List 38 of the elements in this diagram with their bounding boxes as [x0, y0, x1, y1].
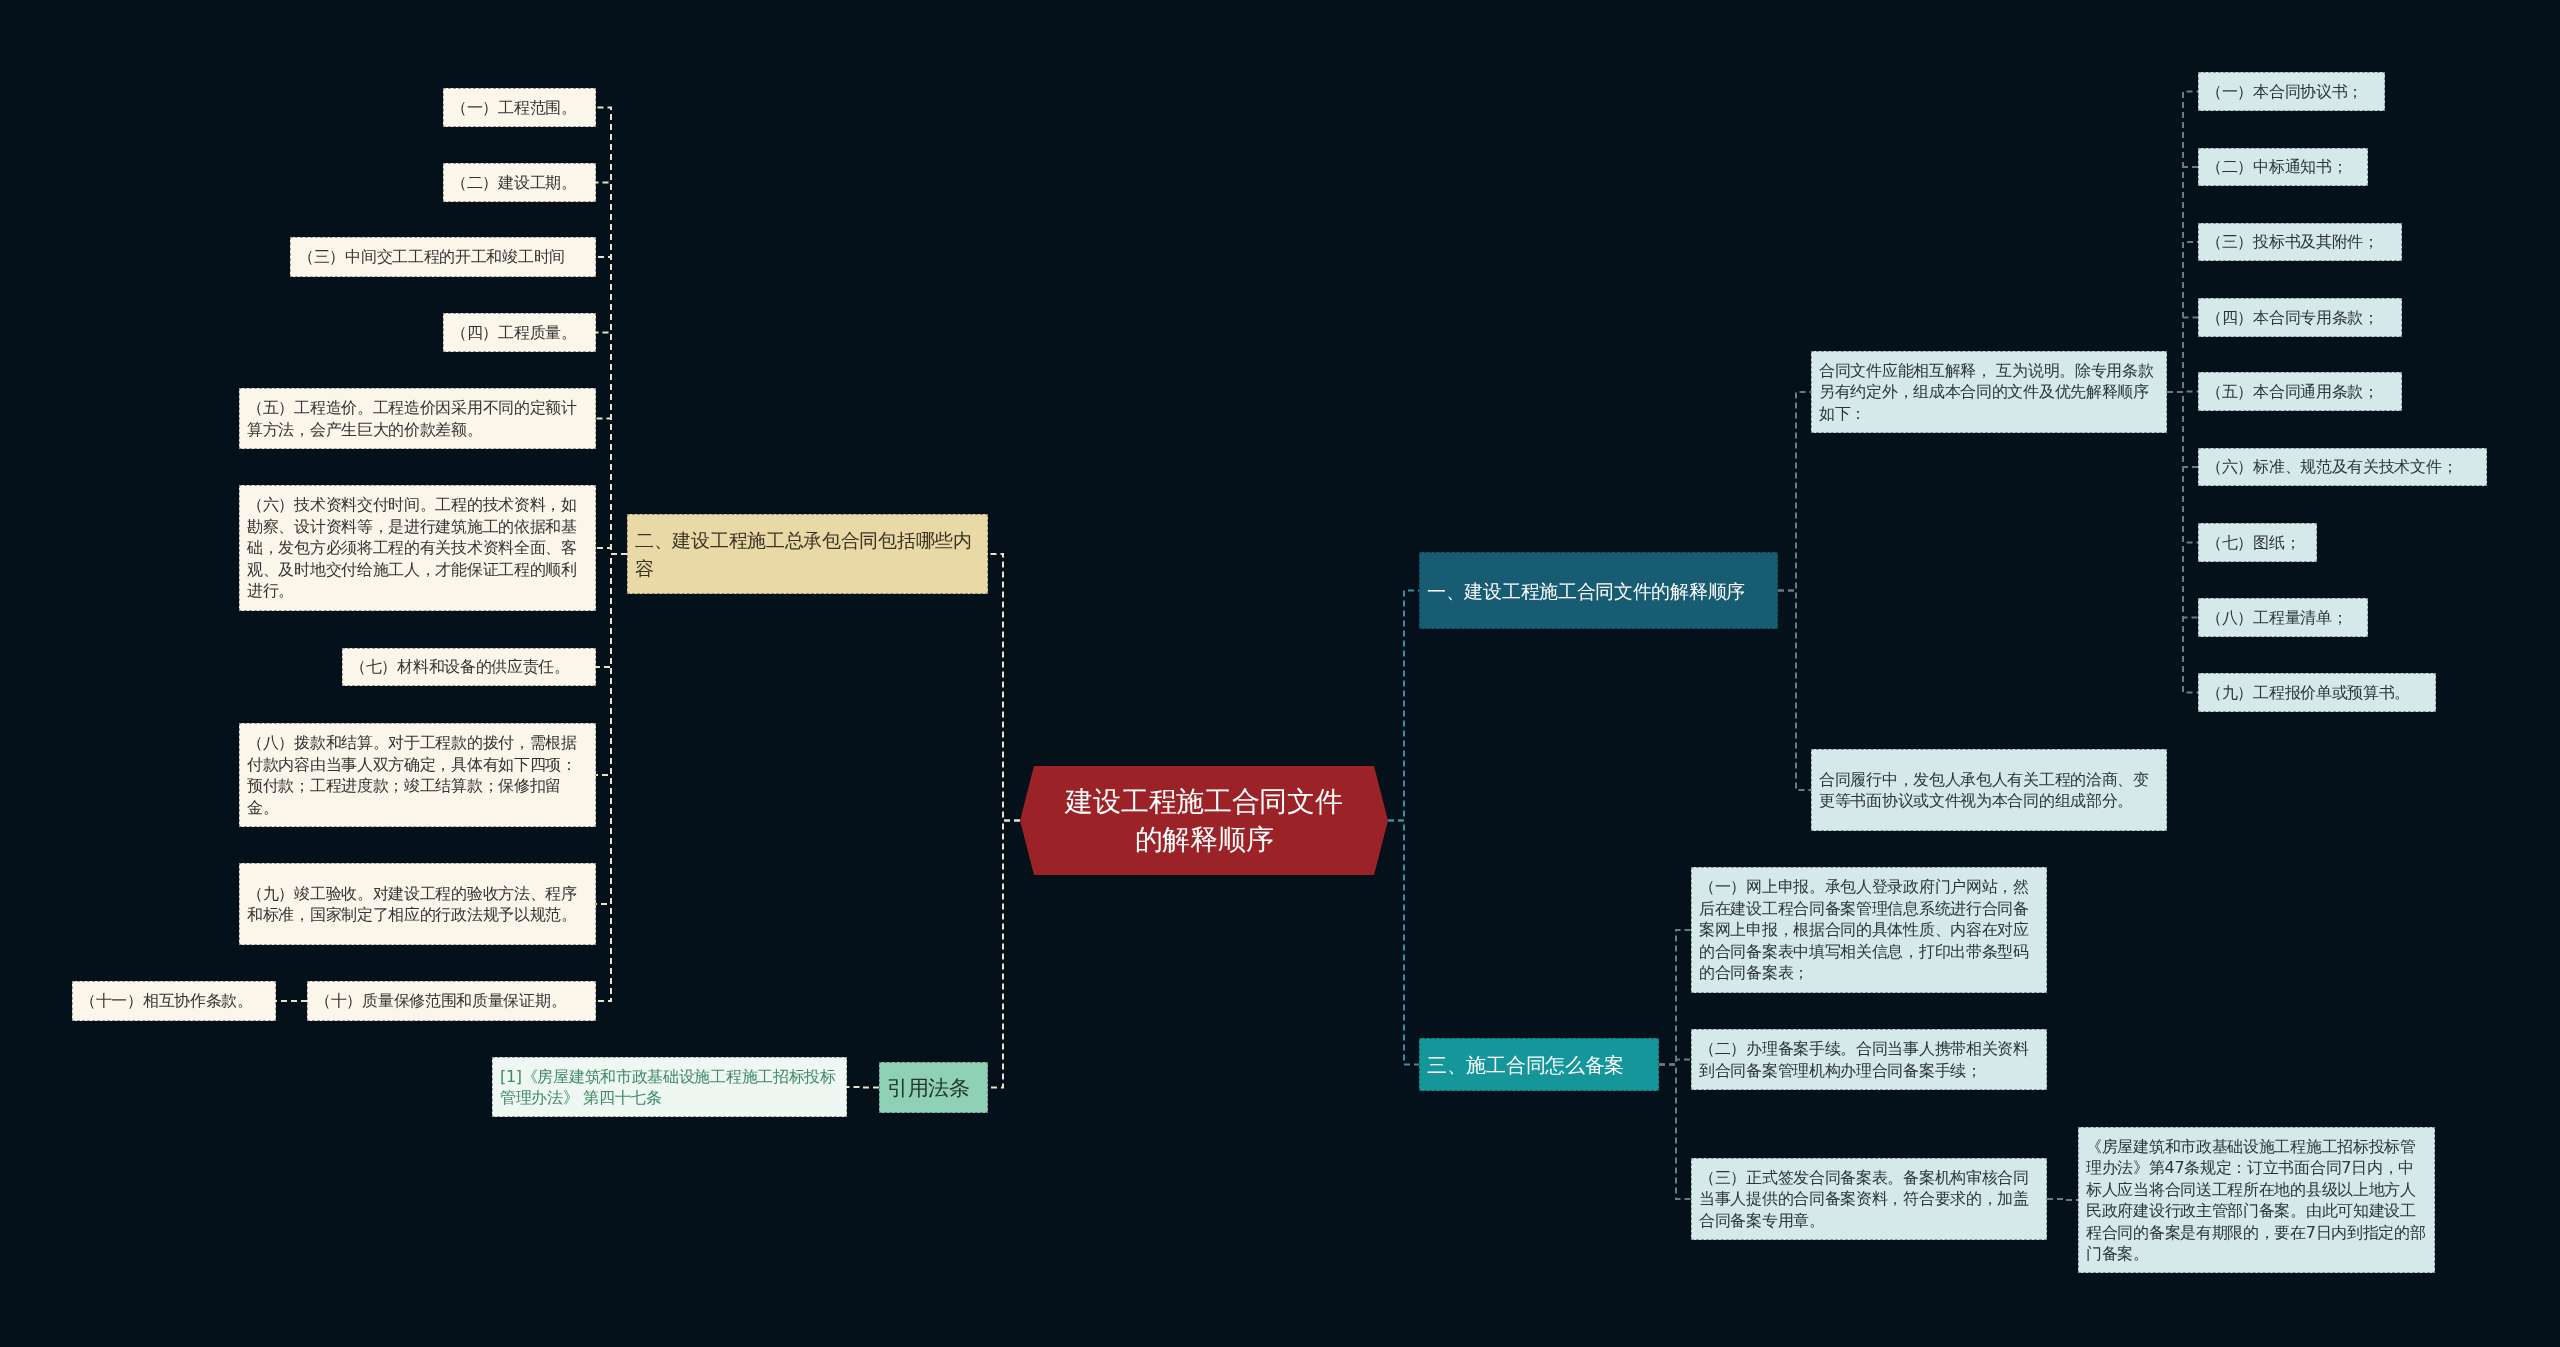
- connector-line: [1387, 819, 1420, 1066]
- branch-topic: 二、建设工程施工总承包合同包括哪些内容: [627, 514, 988, 594]
- central-topic: 建设工程施工合同文件的解释顺序: [1020, 766, 1388, 875]
- subtopic-box: （七）材料和设备的供应责任。: [342, 648, 596, 686]
- subtopic-box: （五）本合同通用条款；: [2198, 372, 2402, 411]
- subtopic-box: （三）正式签发合同备案表。备案机构审核合同当事人提供的合同备案资料，符合要求的，加盖合同备案专用章。: [1691, 1158, 2047, 1240]
- connector-line: [1658, 1063, 1692, 1200]
- subtopic-box: （八）工程量清单；: [2198, 598, 2368, 637]
- subtopic-box: （一）本合同协议书；: [2198, 72, 2385, 111]
- subtopic-box: （二）中标通知书；: [2198, 148, 2368, 186]
- connector-line: [1777, 589, 1812, 791]
- subtopic-box: （十）质量保修范围和质量保证期。: [307, 981, 596, 1021]
- subtopic-box: （五）工程造价。工程造价因采用不同的定额计算方法，会产生巨大的价款差额。: [239, 388, 596, 449]
- subtopic-box: （二）建设工期。: [443, 163, 596, 202]
- branch-topic: 一、建设工程施工合同文件的解释顺序: [1419, 552, 1778, 629]
- subtopic-box: （八）拨款和结算。对于工程款的拨付，需根据付款内容由当事人双方确定，具体有如下四项：预付款；工程进度款；竣工结算款；保修扣留金。: [239, 723, 596, 827]
- subtopic-box: （六）标准、规范及有关技术文件；: [2198, 448, 2487, 486]
- subtopic-box: （二）办理备案手续。合同当事人携带相关资料到合同备案管理机构办理合同备案手续；: [1691, 1029, 2047, 1090]
- connector-line: [846, 1086, 880, 1089]
- branch-topic: 引用法条: [879, 1062, 988, 1113]
- subtopic-box: 合同文件应能相互解释， 互为说明。除专用条款另有约定外，组成本合同的文件及优先解释顺序如下：: [1811, 351, 2167, 433]
- subtopic-box: （一）工程范围。: [443, 88, 596, 127]
- subtopic-box: （九）工程报价单或预算书。: [2198, 673, 2436, 712]
- subtopic-box: （六）技术资料交付时间。工程的技术资料，如勘察、设计资料等，是进行建筑施工的依据和基础，发包方必须将工程的有关技术资料全面、客观、及时地交付给施工人，才能保证工程的顺利进行。: [239, 485, 596, 611]
- subtopic-box: （四）工程质量。: [443, 313, 596, 352]
- branch-topic: 三、施工合同怎么备案: [1419, 1038, 1659, 1091]
- subtopic-box: 合同履行中，发包人承包人有关工程的洽商、变更等书面协议或文件视为本合同的组成部分。: [1811, 749, 2167, 831]
- subtopic-box: （一）网上申报。承包人登录政府门户网站，然后在建设工程合同备案管理信息系统进行合同备案网上申报，根据合同的具体性质、内容在对应的合同备案表中填写相关信息，打印出带条型码的合同备案表；: [1691, 867, 2047, 993]
- connector-line: [2166, 391, 2199, 694]
- subtopic-box: 《房屋建筑和市政基础设施工程施工招标投标管理办法》第47条规定：订立书面合同7日内，中标人应当将合同送工程所在地的县级以上地方人民政府建设行政主管部门备案。由此可知建设工程合同的备案是有期限的，要在7日内到指定的部门备案。: [2078, 1127, 2435, 1273]
- subtopic-box: （七）图纸；: [2198, 523, 2317, 562]
- subtopic-box: （三）投标书及其附件；: [2198, 223, 2402, 261]
- subtopic-box: （九）竣工验收。对建设工程的验收方法、程序和标准，国家制定了相应的行政法规予以规范。: [239, 863, 596, 945]
- subtopic-box: （十一）相互协作条款。: [72, 981, 276, 1021]
- connector-line: [2046, 1198, 2079, 1201]
- subtopic-box: （四）本合同专用条款；: [2198, 298, 2402, 337]
- reference-note: [1]《房屋建筑和市政基础设施工程施工招标投标管理办法》 第四十七条: [492, 1057, 847, 1117]
- subtopic-box: （三）中间交工工程的开工和竣工时间: [290, 237, 596, 277]
